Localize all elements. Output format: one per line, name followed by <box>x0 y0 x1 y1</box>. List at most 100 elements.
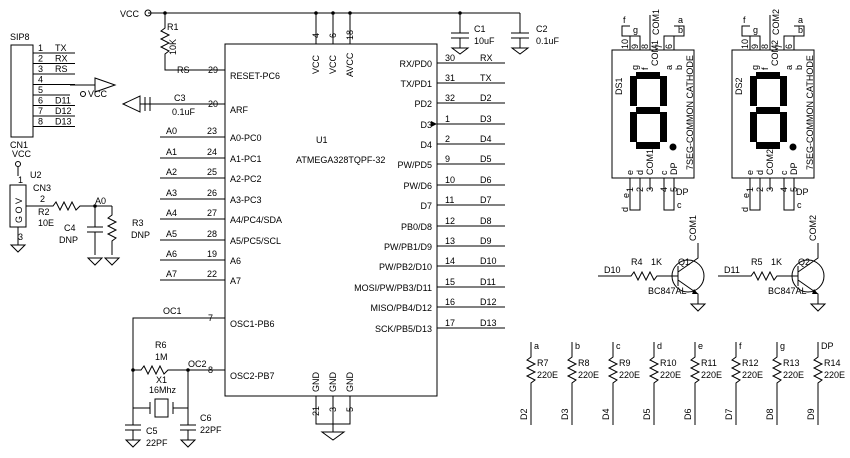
segment-net: D7 <box>724 408 734 420</box>
display-bot-num: 3 <box>765 187 775 192</box>
display-top-num: 6 <box>664 44 674 49</box>
driver-q-value: BC847AL <box>648 286 687 296</box>
sip-pin-num: 2 <box>38 54 43 64</box>
r2-value: 10E <box>38 218 54 228</box>
mcu-part: ATMEGA328TQPF-32 <box>296 155 385 165</box>
segment-resistor-ref: R13 <box>783 358 800 368</box>
display-ref: DS1 <box>614 77 624 95</box>
display-bot-seg: DP <box>669 162 679 175</box>
mcu-right-pin-num: 9 <box>445 154 450 164</box>
c6-ref: C6 <box>200 413 212 423</box>
mcu-left-pin-name: A1-PC1 <box>230 154 262 164</box>
sip-pin-num: 5 <box>38 85 43 95</box>
vcc-label: VCC <box>120 9 140 19</box>
mcu-pin-arrow <box>431 121 437 127</box>
display-dp <box>789 143 797 151</box>
mcu-left-pin-name: A4/PC4/SDA <box>230 215 282 225</box>
display-top-seg: g <box>630 65 640 70</box>
sip-pin-net: D11 <box>55 96 71 106</box>
mcu-right-pin-name: PW/PB1/D9 <box>384 242 432 252</box>
mcu-right-pin-num: 1 <box>445 114 450 124</box>
display-top-num: 10 <box>620 39 630 49</box>
display-segment <box>750 112 757 142</box>
r6-value: 1M <box>155 352 168 362</box>
mcu-right-pin-name: MISO/PB4/D12 <box>370 303 432 313</box>
c2-ref: C2 <box>536 24 548 34</box>
display-bot-ext-d: d <box>620 207 630 212</box>
mcu-bottom-pin-name: GND <box>311 372 321 393</box>
driver-net: D11 <box>724 265 740 275</box>
c3-ref: C3 <box>174 93 186 103</box>
x1-value: 16Mhz <box>149 385 177 395</box>
display-top-seg: COM1 <box>650 40 660 66</box>
c5-value: 22PF <box>146 438 168 448</box>
display-body <box>731 49 815 179</box>
display-top-ext-b: b <box>798 25 803 35</box>
driver-q-ref: Q2 <box>798 257 810 267</box>
driver-transistor-circle <box>671 259 705 293</box>
capacitor-c1: C1 10uF <box>450 13 495 55</box>
c5-ref: C5 <box>146 426 158 436</box>
mcu-right-pin-num: 12 <box>445 216 455 226</box>
mcu-right-pin-name: D7 <box>420 201 432 211</box>
segment-resistor-line <box>812 342 824 425</box>
mcu-left-pin-num: 26 <box>207 188 217 198</box>
display-top-num: 7 <box>654 44 664 49</box>
display-top-num: 9 <box>750 44 760 49</box>
segment-label: b <box>575 341 580 351</box>
mcu-right-pin-net: RX <box>480 53 493 63</box>
sip-pin-net: D13 <box>55 117 72 127</box>
display-bot-ext-c: c <box>677 200 682 210</box>
display-top-num: 8 <box>640 44 650 49</box>
mcu-right-pin-num: 17 <box>445 318 455 328</box>
c1-ref: C1 <box>474 24 486 34</box>
sensor-net: A0 <box>95 196 106 206</box>
segment-resistor-line <box>689 342 701 425</box>
segment-label: g <box>780 341 785 351</box>
mcu-right-pin-num: 30 <box>445 53 455 63</box>
mcu-top-pin-name: VCC <box>328 54 338 74</box>
display-bot-ext <box>749 205 761 211</box>
r2-ref: R2 <box>38 207 50 217</box>
display-top-num: 8 <box>760 44 770 49</box>
driver-r-value: 1K <box>651 257 662 267</box>
sip-pin-net: D12 <box>55 106 72 116</box>
mcu-top-pin-num: 6 <box>328 33 338 38</box>
segment-net: D3 <box>560 408 570 420</box>
driver-resistor <box>718 270 798 282</box>
u2-pin2: 2 <box>40 194 45 204</box>
display-top-num: 10 <box>740 39 750 49</box>
cn1-ref: SIP8 <box>10 32 30 42</box>
mcu-right-pin-net: D13 <box>480 318 497 328</box>
segment-resistor-line <box>771 342 783 425</box>
segment-resistor-ref: R12 <box>742 358 759 368</box>
display-top-ext-a: a <box>678 15 683 25</box>
segment-resistor-value: 220E <box>619 370 640 380</box>
mcu-left-pin-name: A2-PC2 <box>230 174 262 184</box>
display-top-seg: g <box>750 65 760 70</box>
mcu-right-pin-net: D3 <box>480 114 492 124</box>
mcu-right-pin-name: TX/PD1 <box>400 79 432 89</box>
segment-resistor-value: 220E <box>783 370 804 380</box>
r1-value: 10K <box>168 39 178 55</box>
c4-ref: C4 <box>64 223 76 233</box>
segment-resistor-ref: R14 <box>824 358 841 368</box>
display-bot-num: 5 <box>789 187 799 192</box>
mcu-left-pin-name: A0-PC0 <box>230 133 262 143</box>
mcu-left-pin-net: A6 <box>166 249 177 259</box>
display-top-ext <box>629 35 641 40</box>
r3-ref: R3 <box>132 218 144 228</box>
mcu-right-pin-name: PB0/D8 <box>401 222 432 232</box>
display-segment <box>630 112 637 142</box>
mcu-ref: U1 <box>316 135 328 145</box>
driver-transistor-circle <box>791 259 825 293</box>
display-segment <box>636 107 660 114</box>
mcu-left-pin-name: A6 <box>230 256 241 266</box>
r6-ref: R6 <box>155 340 167 350</box>
sip-pin-net: TX <box>55 43 67 53</box>
